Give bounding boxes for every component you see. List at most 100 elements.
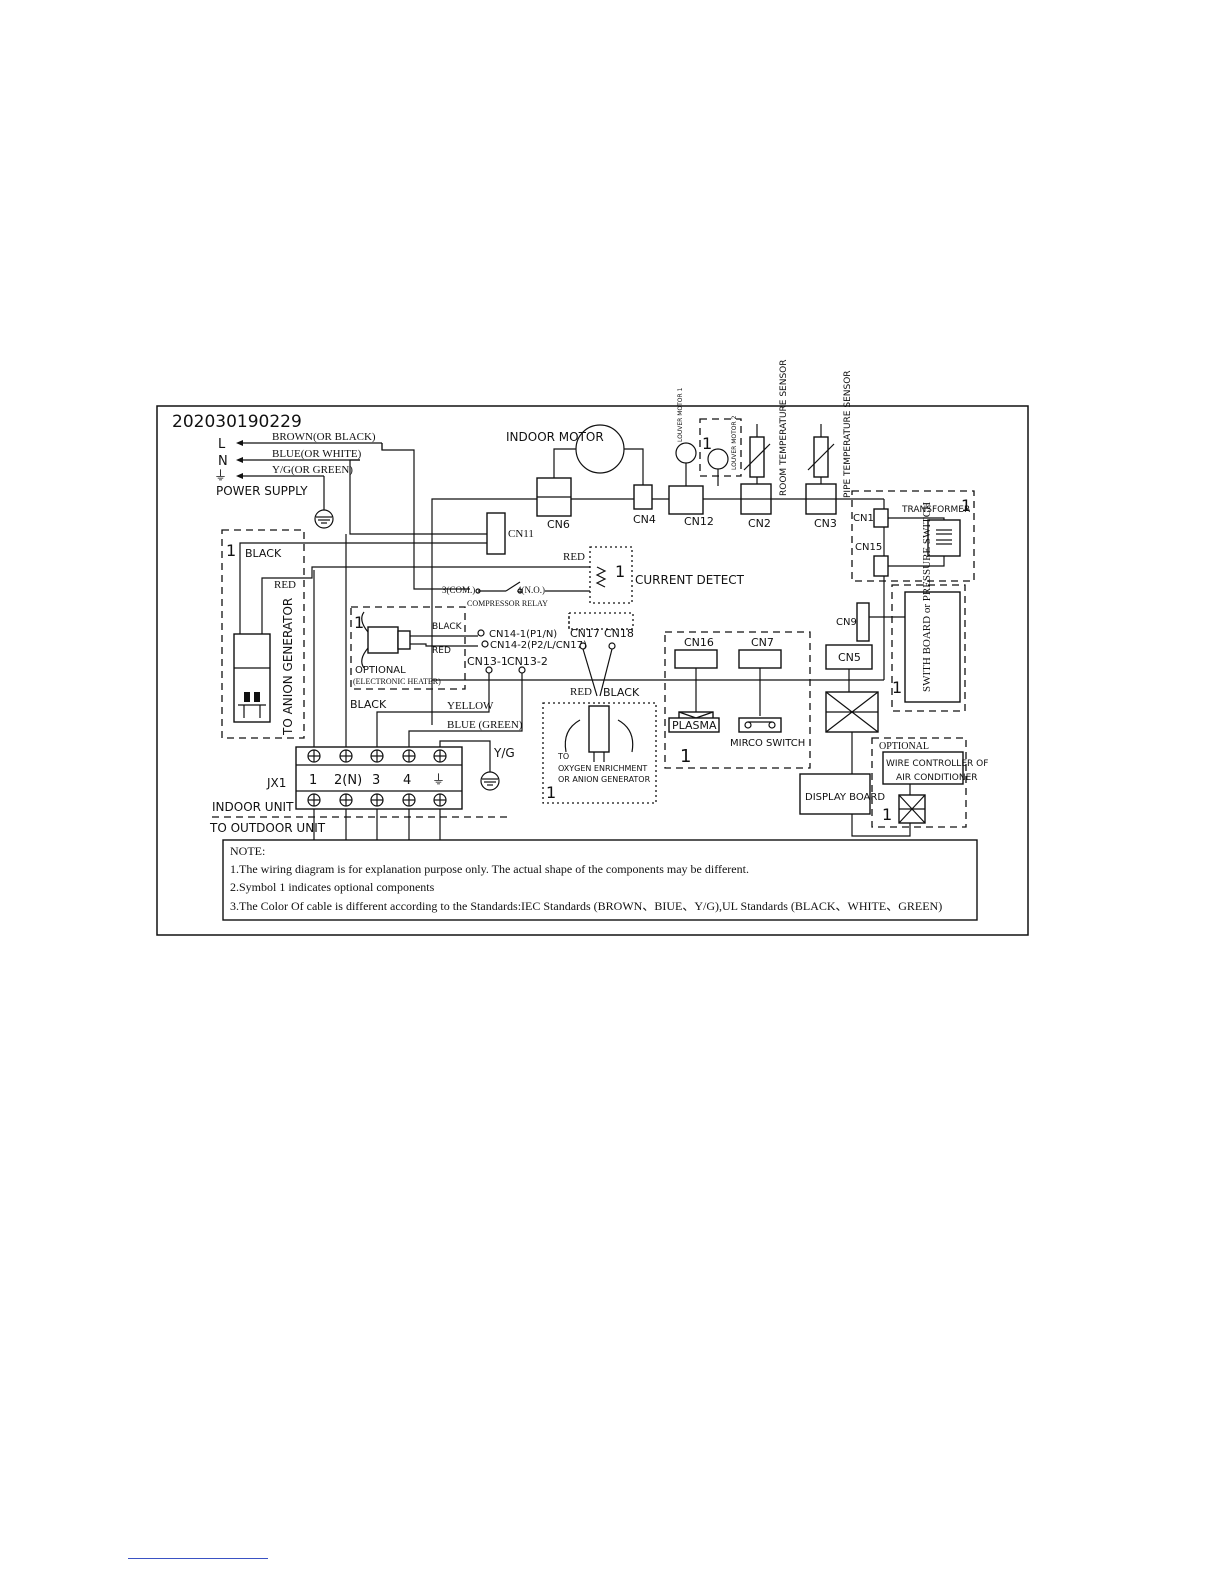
svg-text:RED: RED <box>570 686 592 698</box>
svg-text:OPTIONAL: OPTIONAL <box>879 741 929 752</box>
svg-text:RED: RED <box>432 646 451 656</box>
display-board <box>799 773 871 815</box>
svg-text:BLUE(OR WHITE): BLUE(OR WHITE) <box>272 448 362 460</box>
svg-text:RED: RED <box>563 551 585 563</box>
svg-text:1: 1 <box>226 541 236 560</box>
oxygen-generator-group: CN17 CN18 RED BLACK TO OXYGEN ENRICHMENT… <box>542 612 657 804</box>
svg-text:NOTE:: NOTE: <box>230 844 265 858</box>
svg-text:CN13-1: CN13-1 <box>467 655 508 668</box>
svg-text:CN3: CN3 <box>814 517 837 530</box>
svg-text:BLACK: BLACK <box>432 622 463 632</box>
svg-text:LOUVER MOTOR 1: LOUVER MOTOR 1 <box>677 387 684 442</box>
svg-text:CN9: CN9 <box>836 617 857 628</box>
svg-text:1: 1 <box>309 773 317 788</box>
svg-text:YELLOW: YELLOW <box>447 700 494 712</box>
anion-generator-group: 1 BLACK RED TO ANION GENERATOR <box>221 529 590 739</box>
svg-text:(ELECTRONIC HEATER): (ELECTRONIC HEATER) <box>353 677 441 686</box>
svg-text:BLUE (GREEN): BLUE (GREEN) <box>447 719 523 731</box>
svg-text:Y/G(OR GREEN): Y/G(OR GREEN) <box>272 464 353 476</box>
svg-text:PLASMA: PLASMA <box>672 719 717 732</box>
svg-text:LOUVER MOTOR 2: LOUVER MOTOR 2 <box>731 415 738 470</box>
svg-text:Y/G: Y/G <box>493 746 515 760</box>
footer-rule <box>128 1558 268 1559</box>
indoor-motor: INDOOR MOTOR <box>506 424 644 485</box>
svg-text:CN6: CN6 <box>547 518 570 531</box>
room-temperature-sensor: ROOM TEMPERATURE SENSOR <box>743 359 789 496</box>
connector-cn11 <box>486 512 506 555</box>
svg-text:⏚: ⏚ <box>432 773 445 788</box>
svg-text:CN5: CN5 <box>838 651 861 664</box>
svg-text:INDOOR MOTOR: INDOOR MOTOR <box>506 430 604 444</box>
svg-text:3.The Color Of cable is differ: 3.The Color Of cable is different accord… <box>230 899 942 913</box>
transformer-group: 1 CN1 CN15 TRANSFORMER <box>851 490 975 582</box>
louver-motors: 1 LOUVER MOTOR 1 LOUVER MOTOR 2 <box>675 387 742 486</box>
svg-text:L: L <box>218 437 226 452</box>
svg-text:TO OUTDOOR UNIT: TO OUTDOOR UNIT <box>209 821 326 835</box>
svg-text:TO ANION GENERATOR: TO ANION GENERATOR <box>281 598 295 736</box>
svg-text:3: 3 <box>372 773 380 788</box>
wire-controller-group: OPTIONAL WIRE CONTROLLER OF AIR CONDITIO… <box>871 737 988 828</box>
svg-text:CN18: CN18 <box>604 627 634 640</box>
svg-text:BLACK: BLACK <box>245 547 282 560</box>
svg-text:1: 1 <box>882 805 892 824</box>
svg-text:OPTIONAL: OPTIONAL <box>355 665 406 676</box>
svg-text:1: 1 <box>961 496 971 515</box>
svg-text:N: N <box>218 454 228 469</box>
svg-text:⏚: ⏚ <box>214 469 227 484</box>
svg-text:CN12: CN12 <box>684 515 714 528</box>
svg-text:2.Symbol 1 indicates optional: 2.Symbol 1 indicates optional components <box>230 880 435 894</box>
svg-text:BLACK: BLACK <box>603 686 640 699</box>
svg-text:1: 1 <box>680 746 691 767</box>
svg-text:CN14-2(P2/L/CN17): CN14-2(P2/L/CN17) <box>490 640 587 651</box>
svg-text:WIRE CONTROLLER OF: WIRE CONTROLLER OF <box>886 759 988 769</box>
svg-text:POWER SUPPLY: POWER SUPPLY <box>216 484 308 498</box>
terminal-block-jx1: 1 2(N) 3 4 ⏚ JX1 INDOOR UNIT TO OUTDOOR … <box>209 746 512 835</box>
switch-board-group: SWITH BOARD or PRESSURE SWITCH 1 <box>891 502 966 712</box>
svg-text:ROOM TEMPERATURE SENSOR: ROOM TEMPERATURE SENSOR <box>779 359 789 496</box>
svg-text:CN2: CN2 <box>748 517 771 530</box>
svg-text:1: 1 <box>615 562 625 581</box>
svg-text:INDOOR UNIT: INDOOR UNIT <box>212 800 294 814</box>
diagram-id: 202030190229 <box>172 412 302 432</box>
svg-text:3(COM.): 3(COM.) <box>442 585 475 595</box>
connector-cn12 <box>668 485 704 515</box>
notes-box: NOTE: 1.The wiring diagram is for explan… <box>222 839 978 921</box>
svg-text:4(N.O.): 4(N.O.) <box>517 585 545 595</box>
svg-text:RED: RED <box>274 579 296 591</box>
svg-text:COMPRESSOR RELAY: COMPRESSOR RELAY <box>467 599 548 608</box>
pipe-temperature-sensor: PIPE TEMPERATURE SENSOR <box>807 370 853 498</box>
electronic-heater-group: 1 OPTIONAL (ELECTRONIC HEATER) BLACK RED… <box>350 606 587 690</box>
svg-text:CN16: CN16 <box>684 636 714 649</box>
connector-cn9 <box>856 602 870 642</box>
svg-text:OXYGEN ENRICHMENT: OXYGEN ENRICHMENT <box>558 764 647 773</box>
svg-text:BROWN(OR BLACK): BROWN(OR BLACK) <box>272 431 376 443</box>
svg-text:JX1: JX1 <box>266 776 286 790</box>
svg-text:DISPLAY BOARD: DISPLAY BOARD <box>805 792 885 803</box>
svg-text:CN1: CN1 <box>853 513 874 524</box>
svg-text:CN11: CN11 <box>508 528 534 540</box>
svg-text:CN17: CN17 <box>570 627 600 640</box>
svg-text:OR ANION GENERATOR: OR ANION GENERATOR <box>558 775 651 784</box>
display-connector <box>825 691 879 733</box>
svg-text:BLACK: BLACK <box>350 698 387 711</box>
svg-text:2(N): 2(N) <box>334 773 362 788</box>
svg-text:SWITH BOARD or PRESSURE SWITCH: SWITH BOARD or PRESSURE SWITCH <box>921 502 933 692</box>
svg-text:TRANSFORMER: TRANSFORMER <box>901 505 970 515</box>
current-detect-group: 1 RED CURRENT DETECT 3(COM.) 4(N.O.) COM… <box>442 546 745 608</box>
svg-text:1: 1 <box>892 678 902 697</box>
svg-text:CN13-2: CN13-2 <box>507 655 548 668</box>
svg-text:CN15: CN15 <box>855 542 882 553</box>
svg-text:1: 1 <box>702 434 712 453</box>
svg-text:MIRCO SWITCH: MIRCO SWITCH <box>730 738 805 749</box>
svg-text:CN4: CN4 <box>633 513 656 526</box>
svg-text:1.The wiring diagram is for ex: 1.The wiring diagram is for explanation … <box>230 862 749 876</box>
svg-text:AIR CONDITIONER: AIR CONDITIONER <box>896 773 978 783</box>
svg-text:CN14-1(P1/N): CN14-1(P1/N) <box>489 629 557 640</box>
svg-text:CURRENT DETECT: CURRENT DETECT <box>635 573 745 587</box>
power-supply: L N ⏚ POWER SUPPLY BROWN(OR BLACK) BLUE(… <box>214 431 382 529</box>
svg-text:4: 4 <box>403 773 411 788</box>
svg-text:TO: TO <box>557 752 569 761</box>
svg-text:PIPE TEMPERATURE SENSOR: PIPE TEMPERATURE SENSOR <box>843 370 853 498</box>
svg-text:1: 1 <box>546 783 556 802</box>
